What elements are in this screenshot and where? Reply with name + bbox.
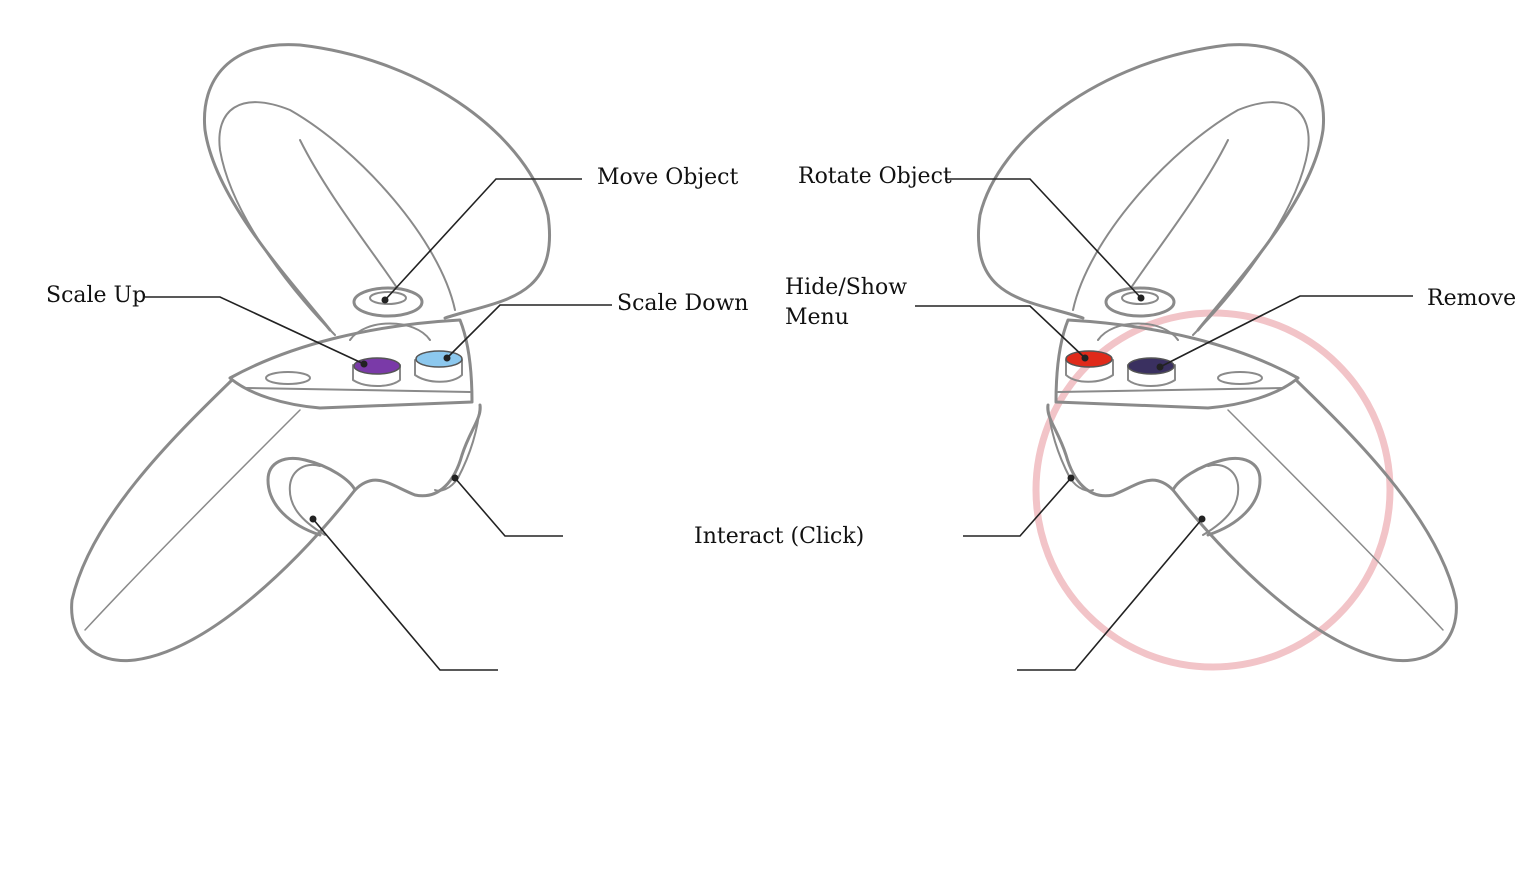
- label-scale-down: Scale Down: [617, 291, 749, 316]
- dot-scale-up: [360, 360, 368, 368]
- right-faceplate: [1054, 318, 1300, 410]
- leader-scale-up: [145, 296, 365, 365]
- left-handle: [70, 378, 482, 663]
- label-rotate-object: Rotate Object: [798, 164, 952, 189]
- leader-rotate-object: [945, 178, 1142, 299]
- anchor-dots: [309, 294, 1206, 523]
- leader-hide-show-menu: [915, 305, 1086, 359]
- right-handle: [1046, 378, 1458, 663]
- leader-scale-down: [446, 304, 612, 359]
- scale-up-button-fill: [353, 357, 401, 375]
- right-ring-outer: [977, 43, 1326, 332]
- left-ring-stem: [299, 139, 406, 301]
- right-ring-stem: [1122, 139, 1229, 301]
- left-ring-inner: [218, 101, 456, 336]
- left-handle-seam: [84, 409, 301, 631]
- dot-left-grip: [309, 515, 317, 523]
- label-scale-up: Scale Up: [46, 283, 147, 308]
- dot-right-grip: [1198, 515, 1206, 523]
- left-menu-button: [265, 371, 311, 385]
- right-handle-seam: [1227, 409, 1444, 631]
- left-ring-outer: [202, 43, 551, 332]
- right-controller: [977, 43, 1458, 663]
- right-faceplate-lip: [1057, 387, 1284, 393]
- leader-left-trigger: [454, 477, 563, 537]
- right-b-button-body: [1065, 359, 1114, 383]
- leader-move-object: [384, 178, 582, 301]
- label-hide-show-line1: Hide/Show: [785, 275, 908, 300]
- dot-scale-down: [443, 354, 451, 362]
- dot-right-trigger: [1067, 474, 1075, 482]
- left-thumbstick-top: [369, 291, 407, 305]
- left-y-button-body: [414, 359, 463, 383]
- dot-remove: [1156, 363, 1164, 371]
- left-grip-inner: [288, 464, 326, 536]
- left-x-button-body: [352, 364, 401, 387]
- label-remove: Remove: [1427, 286, 1517, 311]
- left-grip: [266, 456, 357, 537]
- leader-left-grip: [312, 518, 498, 671]
- leader-right-grip: [1017, 518, 1203, 671]
- right-thumbstick-top: [1121, 291, 1159, 305]
- right-ring-inner: [1072, 101, 1310, 336]
- dot-left-trigger: [451, 474, 459, 482]
- dot-move-object: [381, 296, 389, 304]
- dot-hide-show-menu: [1081, 354, 1089, 362]
- right-grip-inner: [1202, 464, 1240, 536]
- scale-down-button-fill: [415, 350, 463, 368]
- remove-button-fill: [1127, 357, 1175, 375]
- label-move-object: Move Object: [597, 165, 739, 190]
- left-thumbstick-base: [349, 322, 431, 341]
- right-a-button-body: [1127, 364, 1176, 387]
- right-thumbstick-base: [1097, 322, 1179, 341]
- dot-rotate-object: [1137, 294, 1145, 302]
- label-interact-click: Interact (Click): [694, 524, 865, 549]
- left-controller: [70, 43, 551, 663]
- label-hide-show-menu: Hide/Show Menu: [785, 273, 925, 333]
- left-faceplate-lip: [244, 387, 471, 393]
- right-grip: [1171, 456, 1262, 537]
- leader-lines: [145, 178, 1413, 671]
- leader-right-trigger: [963, 477, 1072, 537]
- right-menu-button: [1217, 371, 1263, 385]
- label-hide-show-line2: Menu: [785, 305, 849, 330]
- leader-remove: [1159, 295, 1413, 368]
- hide-show-button-fill: [1065, 350, 1113, 368]
